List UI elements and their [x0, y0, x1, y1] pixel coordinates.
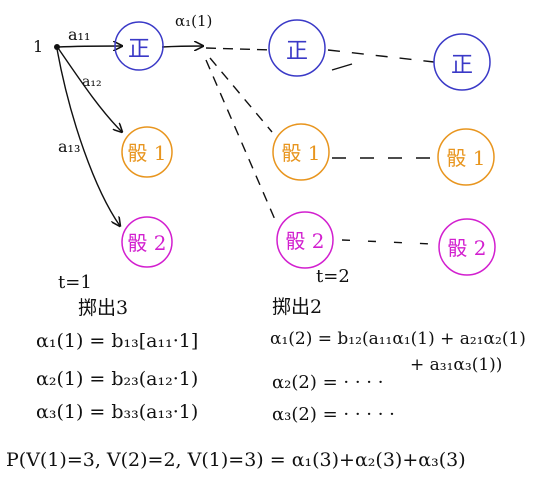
- state-label: 骰 1: [281, 141, 320, 165]
- timestep-t1-label: t=1: [58, 272, 92, 293]
- equation-t2-alpha1-cont: + a₃₁α₃(1)): [410, 355, 502, 375]
- dashed-to-shai2-t2: [205, 59, 277, 223]
- final-probability-equation: P(V(1)=3, V(2)=2, V(1)=3) = α₁(3)+α₂(3)+…: [6, 449, 466, 471]
- timestep-t2-observation: 掷出2: [272, 296, 322, 318]
- equation-t2-alpha3: α₃(2) = · · · · ·: [272, 404, 395, 425]
- dashed-zheng-shai-t2-t3: [331, 63, 353, 71]
- dashed-zheng-t2-t3: [327, 49, 435, 63]
- state-shai2-t2: 骰 2: [276, 211, 334, 269]
- timestep-t2-label: t=2: [316, 266, 350, 287]
- state-zheng-t2: 正: [268, 19, 326, 77]
- state-shai1-t2: 骰 1: [272, 123, 330, 181]
- equation-t2-alpha1: α₁(2) = b₁₂(a₁₁α₁(1) + a₂₁α₂(1): [270, 329, 526, 349]
- state-zheng-t1: 正: [114, 21, 164, 71]
- edge-a12-arrow: [57, 47, 122, 132]
- equation-t1-alpha3: α₃(1) = b₃₃(a₁₃·1): [36, 401, 198, 423]
- equation-t1-alpha1: α₁(1) = b₁₃[a₁₁·1]: [36, 330, 198, 352]
- dashed-shai2-t2-t3: [341, 239, 433, 245]
- start-label: 1: [33, 37, 43, 56]
- state-label: 骰 2: [447, 236, 486, 260]
- state-shai1-t3: 骰 1: [437, 128, 495, 186]
- state-label: 骰 2: [127, 231, 166, 255]
- state-label: 骰 1: [127, 141, 166, 165]
- state-label: 正: [128, 37, 150, 62]
- edge-label-a13: a₁₃: [58, 137, 80, 156]
- timestep-t1-observation: 掷出3: [78, 297, 128, 319]
- edge-label-a11: a₁₁: [68, 25, 90, 44]
- equation-t2-alpha2: α₂(2) = · · · ·: [272, 372, 383, 393]
- dashed-to-shai1-t2: [209, 57, 273, 133]
- equation-t1-alpha2: α₂(1) = b₂₃(a₁₂·1): [36, 368, 198, 390]
- state-label: 骰 1: [446, 146, 485, 170]
- state-shai2-t3: 骰 2: [438, 218, 496, 276]
- state-label: 正: [286, 39, 308, 64]
- dashed-to-zheng-t2: [205, 47, 273, 51]
- edge-alpha11-arrow: [161, 46, 203, 47]
- edge-a11-arrow: [57, 46, 122, 47]
- edge-label-a12: a₁₂: [82, 74, 102, 90]
- edge-label-alpha11: α₁(1): [175, 12, 212, 30]
- state-shai2-t1: 骰 2: [121, 216, 173, 268]
- state-shai1-t1: 骰 1: [121, 126, 173, 178]
- state-label: 骰 2: [285, 229, 324, 253]
- edge-a13-arrow: [56, 48, 120, 226]
- state-zheng-t3: 正: [433, 33, 491, 91]
- state-label: 正: [451, 53, 473, 78]
